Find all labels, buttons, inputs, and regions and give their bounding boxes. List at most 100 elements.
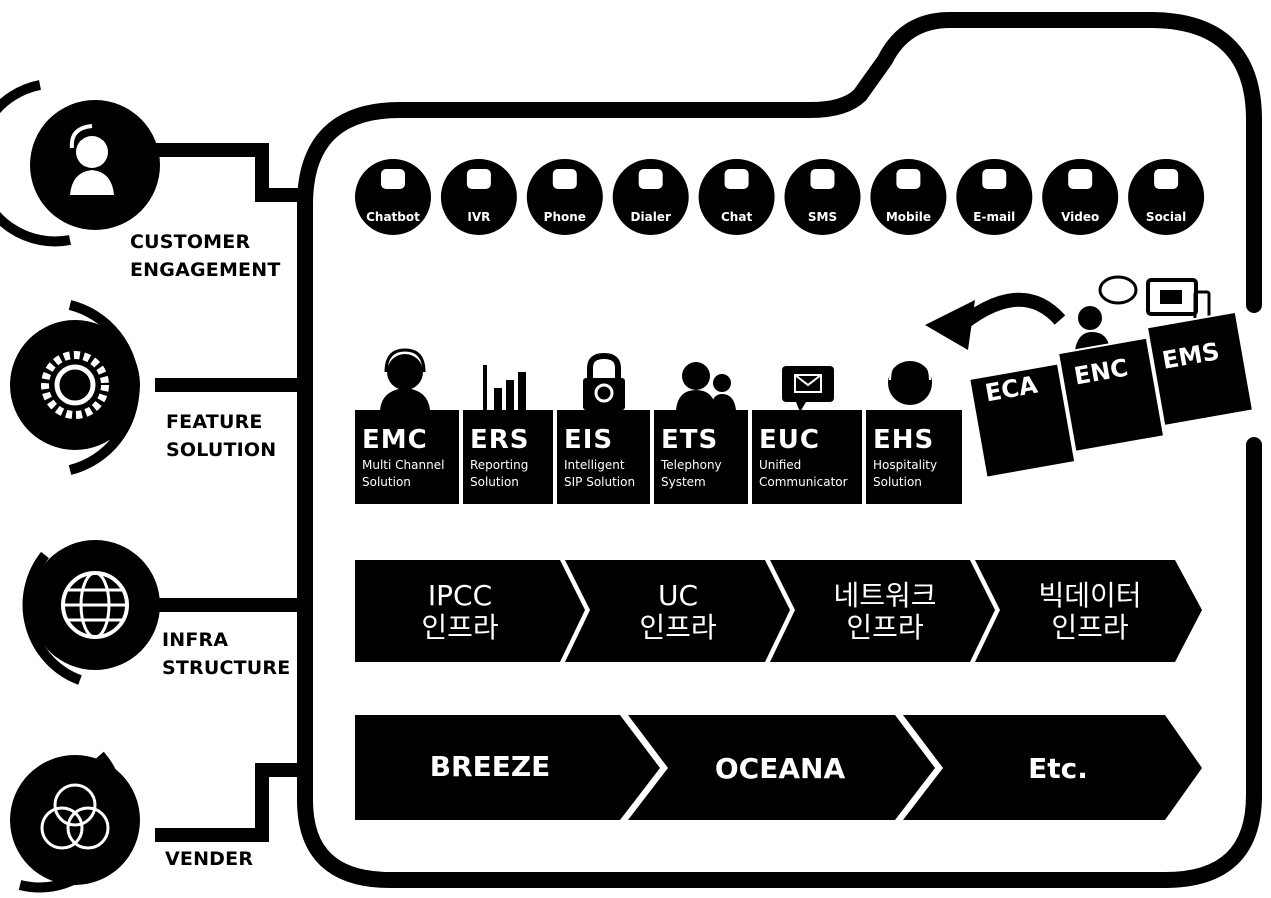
category-customer-engagement [0,80,160,247]
category-line1: CUSTOMER [130,231,251,253]
solution-desc-line1: Multi Channel [362,458,445,472]
headset-icon [888,356,932,405]
vendor-arrow-2 [628,715,935,820]
channel-label: Chatbot [366,210,420,224]
solution-code: EMC [362,425,428,455]
solution-desc-line2: Communicator [759,475,848,489]
solution-desc-line1: Reporting [470,458,529,472]
tilted-block-ems [1145,310,1255,428]
solution-desc-line2: Solution [470,475,519,489]
solution-desc-line1: Hospitality [873,458,938,472]
infra-arrow-4 [975,560,1202,662]
solution-code: EUC [759,425,820,455]
social-network-icon [1154,169,1179,189]
solution-desc-line2: SIP Solution [564,475,636,489]
category-label-infra: INFRA STRUCTURE [162,626,290,682]
infra-line1: IPCC [427,579,493,612]
channel-label: Phone [543,210,586,224]
infra-line2: 인프라 [421,611,499,644]
category-line1: VENDER [165,848,254,870]
tilted-blocks-group [968,310,1255,479]
channel-circle [698,159,775,235]
category-infra-structure [22,540,160,685]
channel-circle [1042,159,1119,235]
solution-code: ETS [661,425,719,455]
channel-label: Mobile [885,210,931,224]
infra-arrow-3 [770,560,995,662]
tilted-block-enc [1056,336,1166,453]
channel-circle [956,159,1033,235]
infra-line1: 빅데이터 [1038,579,1142,612]
video-camera-icon [1068,169,1093,189]
category-line2: ENGAGEMENT [130,259,281,281]
solution-desc-line2: Solution [362,475,411,489]
chat-bubble-icon [724,169,749,189]
solution-code: EHS [873,425,935,455]
infra-line2: 인프라 [846,611,924,644]
phone-handset-icon [638,169,663,189]
category-label-vender: VENDER [165,845,253,873]
vendor-arrow-1 [355,715,660,820]
message-envelope-icon [782,366,834,412]
channel-circle [526,159,603,235]
infra-arrow-row [355,560,1202,662]
channel-label: SMS [807,210,838,224]
channel-label: Social [1145,210,1187,224]
category-line1: INFRA [162,629,229,651]
infra-line1: UC [657,579,699,612]
channel-circle [784,159,861,235]
category-line2: SOLUTION [166,439,277,461]
channel-circle [870,159,947,235]
category-label-customer: CUSTOMER ENGAGEMENT [130,228,281,284]
category-vender [10,751,140,893]
channel-label: Dialer [630,210,671,224]
vendor-arrow-row [355,715,1202,820]
channel-label: Chat [721,210,753,224]
computer-envelope-icon [1146,278,1211,322]
curved-arrow-icon [925,292,1066,350]
chat-people-icon [1075,275,1138,350]
sms-phone-icon [810,169,835,189]
solution-code: EIS [564,425,614,455]
category-feature-solution [10,300,140,475]
category-line1: FEATURE [166,411,263,433]
channel-circle [612,159,689,235]
vendor-label-oceana: OCEANA [714,752,846,785]
channel-row [355,159,1205,235]
solution-desc-line1: Intelligent [564,458,625,472]
channel-label: IVR [467,210,491,224]
channel-circle [440,159,517,235]
infra-line2: 인프라 [639,611,717,644]
agent-headset-icon [380,348,430,410]
padlock-icon [583,352,625,410]
infra-arrow-2 [565,560,790,662]
bar-chart-icon [483,365,526,410]
telephone-icon [552,169,577,189]
channel-label: Video [1061,210,1100,224]
solution-desc-line2: System [661,475,706,489]
connector-customer [155,143,305,202]
vendor-arrow-3 [903,715,1202,820]
infra-line1: 네트워크 [833,579,937,612]
solution-desc-line1: Unified [759,458,802,472]
solution-code: ERS [470,425,530,455]
channel-circle [355,159,431,235]
channel-label: E-mail [973,210,1016,224]
solution-desc-line1: Telephony [661,458,722,472]
keypad-icon [466,169,491,189]
